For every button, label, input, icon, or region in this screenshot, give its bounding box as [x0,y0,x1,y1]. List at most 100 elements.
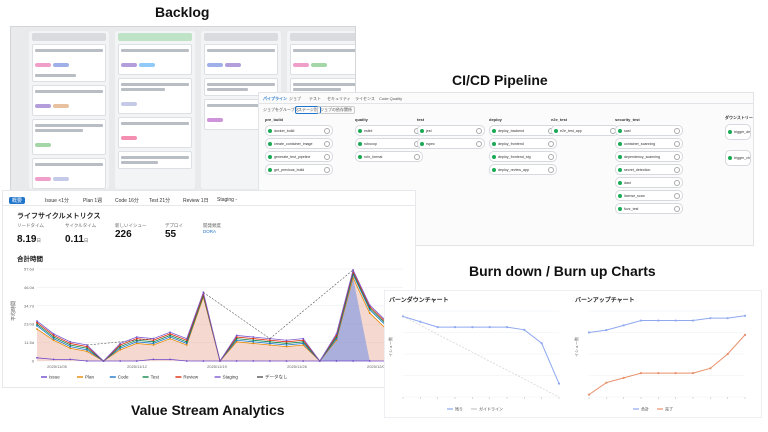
pipeline-job[interactable]: create_container_image [265,138,333,149]
data-point [368,304,371,306]
data-point [302,342,305,345]
pipeline-job[interactable]: sast [615,125,683,136]
pipeline-job[interactable]: dependency_scanning [615,151,683,162]
pipeline-job[interactable]: dast [615,177,683,188]
tab-jobs[interactable]: ジョブ [289,96,301,101]
retry-icon[interactable] [476,140,482,147]
legend-label: 合計 [641,406,649,412]
stage-name: e2e_test [551,117,568,122]
y-tick-label: 11.5d [24,340,34,345]
data-point [152,340,155,343]
tab-pipeline[interactable]: パイプライン [263,96,287,101]
pipeline-job[interactable]: e2e_test_app [551,125,619,136]
pipeline-job[interactable]: deploy_review_app [489,164,557,175]
pipeline-job[interactable]: rspec [417,138,485,149]
success-status-icon [420,141,424,146]
retry-icon[interactable] [414,153,420,160]
success-status-icon [554,128,558,133]
retry-icon[interactable] [476,127,482,134]
data-point [269,342,271,345]
data-point [674,319,677,322]
retry-icon[interactable] [674,205,680,212]
data-point [505,326,509,329]
retry-icon[interactable] [674,127,680,134]
group-by-needs-button[interactable]: ジョブの依存関係 [317,106,355,114]
pipeline-job[interactable]: eslint [355,125,423,136]
retry-icon[interactable] [674,140,680,147]
pipeline-job[interactable]: container_scanning [615,138,683,149]
retry-icon[interactable] [324,166,330,173]
pipeline-job[interactable]: rubocop [355,138,423,149]
tab-test[interactable]: Test 21分 [149,198,171,204]
pipeline-job[interactable]: generate_test_pipeline [265,151,333,162]
data-point [52,358,55,361]
pipeline-job[interactable]: secret_detection [615,164,683,175]
pipeline-job[interactable]: fuzz_test [615,203,683,214]
tab-issue[interactable]: Issue <1分 [45,198,70,204]
tab-overview[interactable]: 概要 [9,197,26,204]
retry-icon[interactable] [674,166,680,173]
retry-icon[interactable] [548,166,554,173]
tab-review[interactable]: Review 1日 [183,198,209,204]
pipeline-job[interactable]: docker_build [265,125,333,136]
retry-icon[interactable] [548,140,554,147]
retry-icon[interactable] [324,140,330,147]
success-status-icon [268,167,272,172]
no-data-line [269,269,354,339]
success-status-icon [618,167,622,172]
data-point [269,360,271,362]
retry-icon[interactable] [674,192,680,199]
dora-link[interactable]: DORA [203,229,217,234]
pipeline-job[interactable]: jest [417,125,485,136]
data-point [743,314,747,317]
tab-security[interactable]: セキュリティ [327,96,351,101]
retry-icon[interactable] [674,179,680,186]
success-status-icon [358,141,362,146]
tab-staging[interactable]: Staging - [217,197,238,203]
y-tick-label: 46.0d [24,285,34,290]
legend-label: Plan [85,375,95,380]
no-data-line [203,292,271,339]
success-status-icon [618,154,622,159]
burn-charts: バーンダウンチャート バーンアップチャート イシュー数残りガイドライン イシュー… [384,290,762,418]
data-point [318,360,321,362]
tab-code[interactable]: Code 16分 [115,198,139,204]
retry-icon[interactable] [548,153,554,160]
group-by-stage-button[interactable]: ステージ別 [295,106,321,114]
pipeline-job[interactable]: deploy_frontend_stg [489,151,557,162]
pipeline-job[interactable]: deploy_frontend [489,138,557,149]
data-point [726,317,729,320]
success-status-icon [618,206,622,211]
job-name: e2e_test_app [560,128,582,133]
legend-label: 残り [455,406,463,412]
retry-icon[interactable] [674,153,680,160]
data-point [152,339,155,342]
pipeline-job[interactable]: rufo_format [355,151,423,162]
data-point [185,360,188,362]
legend-label: Test [151,375,160,380]
data-point [69,358,72,361]
tab-tests[interactable]: テスト [309,96,321,101]
pipeline-job[interactable]: get_previous_build [265,164,333,175]
y-tick-label: 57.6d [24,267,34,272]
tab-plan[interactable]: Plan 1週 [83,198,103,204]
retry-icon[interactable] [324,153,330,160]
downstream-column: ダウンストリーム trigger_deploy trigger_child_pi… [725,115,753,168]
pipeline-job[interactable]: deploy_backend [489,125,557,136]
tab-code-quality[interactable]: Code Quality [379,96,403,101]
data-point [523,328,526,331]
pipeline-job[interactable]: license_scan [615,190,683,201]
data-point [605,329,608,332]
downstream-job[interactable]: trigger_deploy [725,124,751,140]
tab-license[interactable]: ライセンス [355,96,375,101]
retry-icon[interactable] [324,127,330,134]
success-status-icon [492,141,496,146]
downstream-job[interactable]: trigger_child_pipeline [725,150,751,166]
job-name: create_container_image [274,141,313,146]
data-point [69,347,72,350]
data-point [639,319,643,322]
